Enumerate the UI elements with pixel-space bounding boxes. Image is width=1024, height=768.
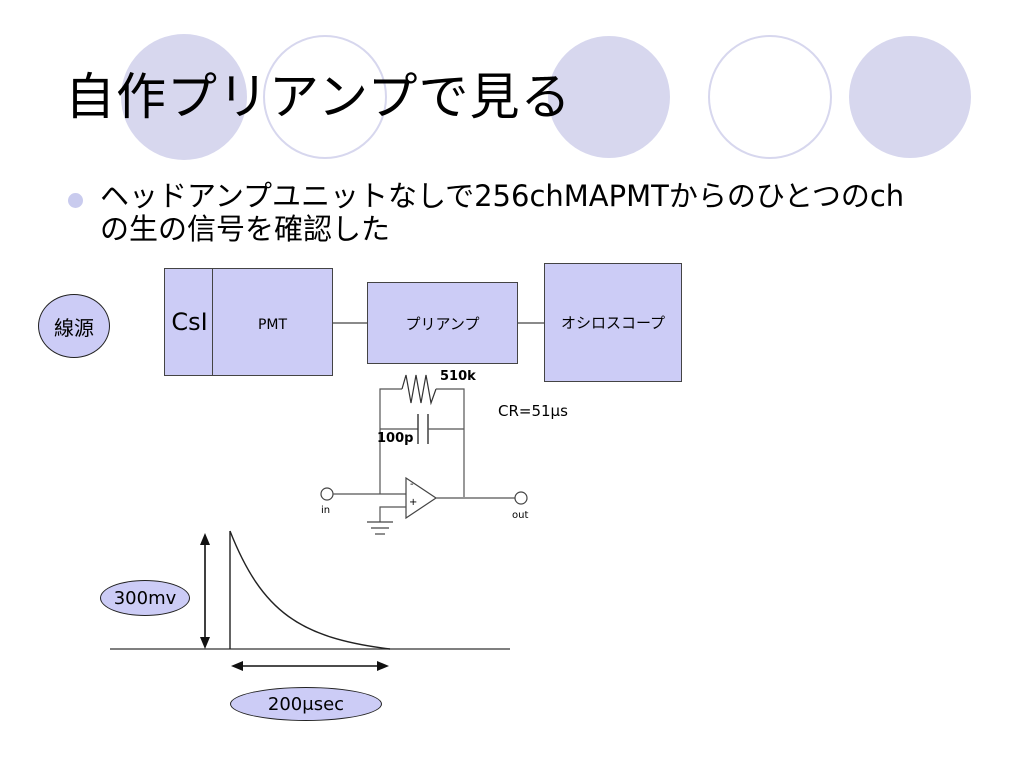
decor-circle-5 xyxy=(849,36,971,158)
duration-arrow-head-right xyxy=(377,661,389,671)
bullet-text: ヘッドアンプユニットなしで256chMAPMTからのひとつのch の生の信号を確… xyxy=(100,179,905,246)
duration-label: 200μsec xyxy=(267,693,345,715)
resistor-value: 510k xyxy=(440,369,476,384)
amplitude-arrow-head-down xyxy=(200,637,210,649)
time-constant-label: CR=51μs xyxy=(498,402,568,420)
source-label: 線源 xyxy=(54,315,94,340)
pmt-box: PMT xyxy=(212,268,333,376)
csi-label: CsI xyxy=(171,308,208,336)
preamp-label: プリアンプ xyxy=(405,314,480,333)
capacitor-value: 100p xyxy=(377,431,414,446)
decor-circle-1 xyxy=(121,34,247,160)
amplitude-arrow-head-up xyxy=(200,533,210,545)
duration-oval: 200μsec xyxy=(230,687,382,721)
oscilloscope-box: オシロスコープ xyxy=(544,263,682,382)
decor-circle-4 xyxy=(708,35,832,159)
output-terminal xyxy=(514,491,528,505)
input-terminal xyxy=(320,487,334,501)
feedback-top-wire-right xyxy=(436,388,465,497)
amplitude-oval: 300mv xyxy=(100,580,190,616)
preamp-box: プリアンプ xyxy=(367,282,518,364)
waveform-decay-curve xyxy=(229,530,391,650)
amplitude-label: 300mv xyxy=(113,587,177,609)
decor-circle-3 xyxy=(548,36,670,158)
output-label: out xyxy=(512,510,529,521)
decor-circle-2 xyxy=(263,35,387,159)
csi-box: CsI xyxy=(164,268,215,376)
resistor-510k-symbol xyxy=(401,374,437,406)
feedback-top-wire xyxy=(379,388,402,494)
input-label: in xyxy=(321,505,331,516)
opamp-symbol xyxy=(405,476,438,520)
source-oval: 線源 xyxy=(38,294,110,358)
opamp-plus-label: + xyxy=(409,497,418,508)
pmt-label: PMT xyxy=(257,317,288,333)
ground-wire xyxy=(379,506,406,522)
duration-arrow-head-left xyxy=(231,661,243,671)
bullet-dot-icon xyxy=(68,193,83,208)
opamp-minus-label: - xyxy=(410,479,414,490)
slide-title: 自作プリアンプで見る xyxy=(65,68,572,126)
oscilloscope-label: オシロスコープ xyxy=(560,314,666,332)
